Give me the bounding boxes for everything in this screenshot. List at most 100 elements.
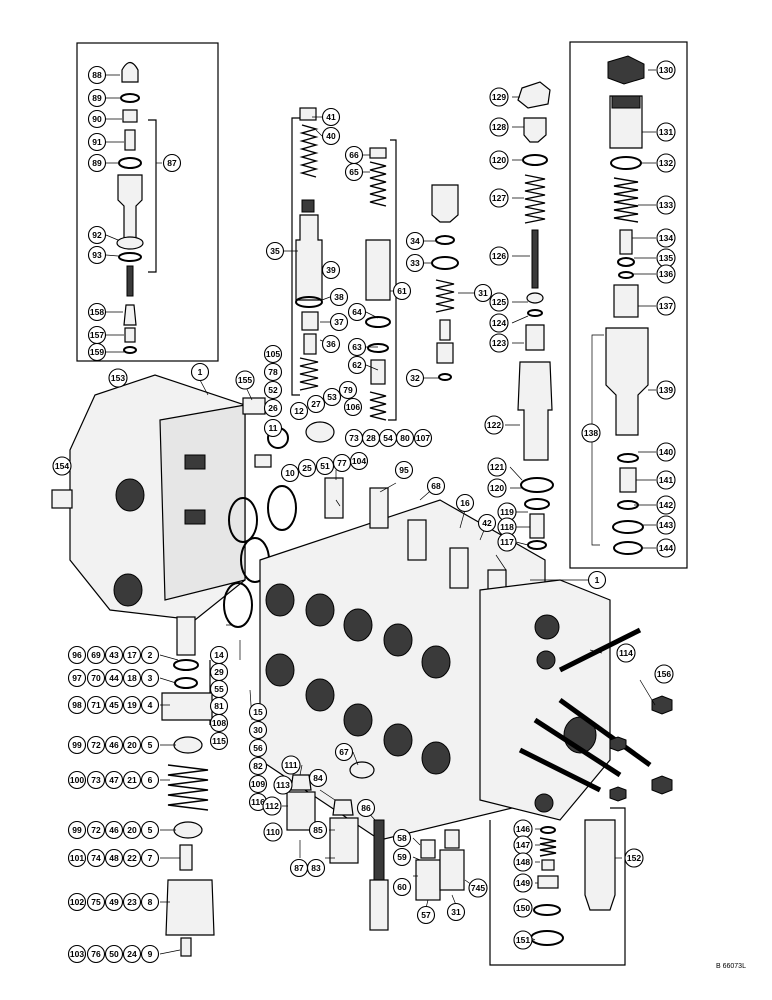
callout-53: 53 [322,387,342,407]
svg-text:21: 21 [127,775,137,785]
callout-31-lower: 31 [446,902,466,922]
tie-bolts [518,627,673,802]
svg-text:32: 32 [410,373,420,383]
svg-text:104: 104 [352,456,366,466]
lower-left-spool-end-parts [161,616,215,957]
callout-29: 29 [209,662,229,682]
inset-box-relief-valve-right [569,41,688,569]
callout-23: 23 [122,892,142,912]
svg-text:91: 91 [92,137,102,147]
svg-text:37: 37 [334,317,344,327]
svg-text:96: 96 [72,650,82,660]
callout-93: 93 [87,245,107,265]
callout-120: 120 [489,150,509,170]
svg-text:49: 49 [109,897,119,907]
svg-text:5: 5 [148,825,153,835]
callout-14: 14 [209,645,229,665]
svg-text:72: 72 [91,825,101,835]
callout-84: 84 [308,768,328,788]
svg-text:127: 127 [492,193,506,203]
svg-text:72: 72 [91,740,101,750]
callout-42: 42 [477,513,497,533]
svg-text:159: 159 [90,347,104,357]
svg-text:106: 106 [346,402,360,412]
svg-text:31: 31 [478,288,488,298]
svg-text:56: 56 [253,743,263,753]
callout-115: 115 [209,731,229,751]
svg-text:73: 73 [349,433,359,443]
callout-125: 125 [489,292,509,312]
lower-right-parts [530,819,616,946]
svg-text:35: 35 [270,246,280,256]
callout-120-lower: 120 [487,478,507,498]
callout-71: 71 [86,695,106,715]
svg-text:147: 147 [516,840,530,850]
svg-text:42: 42 [482,518,492,528]
callout-27: 27 [306,394,326,414]
callout-107: 107 [413,428,433,448]
drawing-code: B 66073L [716,963,746,970]
callout-17: 17 [122,645,142,665]
callout-91: 91 [87,132,107,152]
svg-text:150: 150 [516,903,530,913]
callout-4: 4 [140,695,160,715]
svg-text:25: 25 [302,463,312,473]
callout-146: 146 [513,819,533,839]
svg-text:5: 5 [148,740,153,750]
svg-text:14: 14 [214,650,224,660]
svg-text:120: 120 [490,483,504,493]
callout-89: 89 [87,88,107,108]
callout-76: 76 [86,944,106,964]
svg-text:46: 46 [109,740,119,750]
svg-text:67: 67 [339,747,349,757]
svg-text:26: 26 [268,403,278,413]
callout-65: 65 [344,162,364,182]
callout-100: 100 [67,770,87,790]
svg-text:117: 117 [500,537,514,547]
callout-117: 117 [497,532,517,552]
callout-58: 58 [392,828,412,848]
svg-text:155: 155 [238,375,252,385]
callout-2: 2 [140,645,160,665]
svg-text:100: 100 [70,775,84,785]
callout-87: 87 [162,153,182,173]
callout-109: 109 [248,774,268,794]
svg-text:70: 70 [91,673,101,683]
svg-text:153: 153 [111,373,125,383]
svg-text:122: 122 [487,420,501,430]
svg-text:99: 99 [72,825,82,835]
callout-143: 143 [656,515,676,535]
svg-text:20: 20 [127,740,137,750]
svg-text:116: 116 [251,797,265,807]
svg-text:45: 45 [109,700,119,710]
svg-text:9: 9 [148,949,153,959]
callout-5: 5 [140,735,160,755]
svg-text:39: 39 [326,265,336,275]
svg-text:124: 124 [492,318,506,328]
svg-text:11: 11 [269,423,278,433]
svg-text:86: 86 [361,803,371,813]
callout-92: 92 [87,225,107,245]
svg-text:79: 79 [343,385,353,395]
callout-44: 44 [104,668,124,688]
callout-7: 7 [140,848,160,868]
callout-130: 130 [656,60,676,80]
callout-148: 148 [513,852,533,872]
svg-text:83: 83 [311,863,321,873]
callout-121: 121 [487,457,507,477]
callout-86: 86 [356,798,376,818]
callout-48: 48 [104,848,124,868]
svg-text:29: 29 [214,667,224,677]
svg-text:36: 36 [326,339,336,349]
callout-128: 128 [489,117,509,137]
callout-68: 68 [426,476,446,496]
callout-142: 142 [656,495,676,515]
svg-text:101: 101 [70,853,84,863]
svg-text:78: 78 [268,367,278,377]
svg-text:63: 63 [352,342,362,352]
callout-131: 131 [656,122,676,142]
leader-lines [105,69,656,955]
callout-62: 62 [347,355,367,375]
